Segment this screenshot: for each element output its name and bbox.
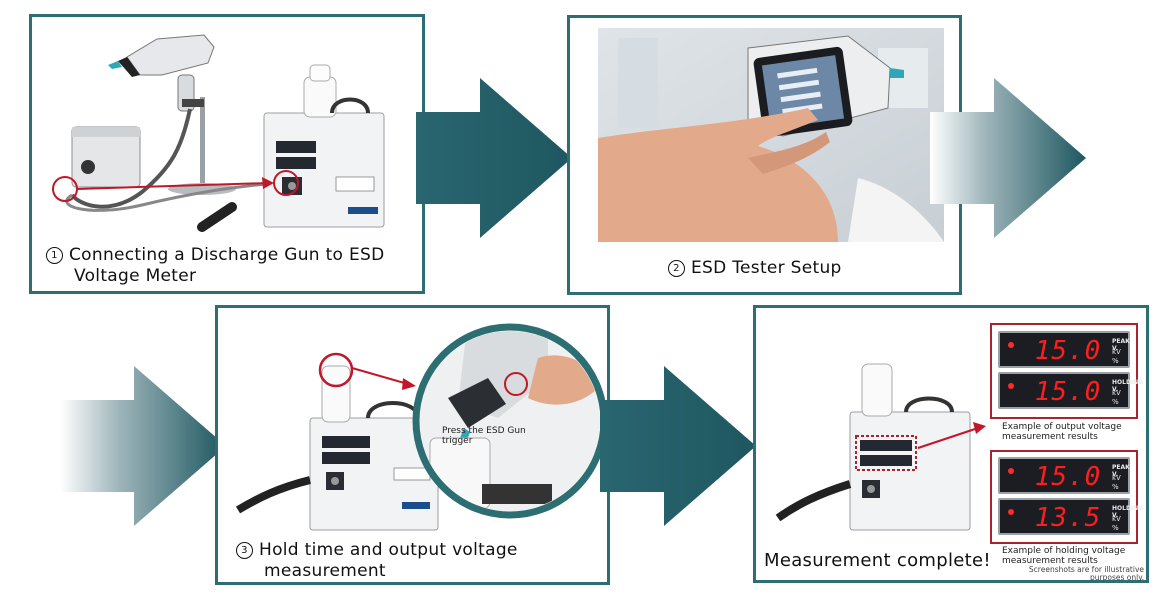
holding-peak-display: 15.0 PEAK V. kV %	[998, 457, 1130, 494]
step3-panel: Press the ESD Gun trigger 3 Hold time and…	[215, 305, 610, 585]
holding-holding-label: HOLDING V.	[1112, 505, 1144, 519]
step3-illustration	[235, 323, 607, 531]
step1-caption: 1 Connecting a Discharge Gun to ESD Volta…	[46, 245, 416, 287]
measurement-complete-text: Measurement complete!	[764, 550, 991, 571]
output-holding-unit-percent: %	[1112, 398, 1119, 406]
step1-caption-line2: Voltage Meter	[74, 266, 197, 286]
holding-results-caption: Example of holding voltage measurement r…	[1002, 546, 1126, 566]
holding-peak-unit-percent: %	[1112, 483, 1119, 491]
flow-arrow-4	[600, 366, 756, 526]
output-peak-value: 15.0	[1034, 336, 1102, 366]
step2-caption-line1: ESD Tester Setup	[691, 258, 842, 278]
holding-holding-value: 13.5	[1034, 503, 1102, 533]
holding-results-box	[990, 450, 1138, 544]
step4-panel: 15.0 PEAK V. kV % 15.0 HOLDING V. kV % E…	[753, 305, 1149, 583]
holding-peak-label: PEAK V.	[1112, 464, 1130, 478]
holding-holding-unit-kv: kV	[1112, 515, 1121, 523]
step3-number: 3	[236, 542, 253, 559]
step1-panel: 1 Connecting a Discharge Gun to ESD Volta…	[29, 14, 425, 294]
holding-peak-value: 15.0	[1034, 462, 1102, 492]
led-indicator	[1008, 342, 1014, 348]
output-peak-display: 15.0 PEAK V. kV %	[998, 331, 1130, 368]
output-holding-display: 15.0 HOLDING V. kV %	[998, 372, 1143, 409]
step3-caption: 3 Hold time and output voltage measuremen…	[236, 540, 606, 582]
step2-panel: 2 ESD Tester Setup	[567, 15, 962, 295]
output-peak-label: PEAK V.	[1112, 338, 1130, 352]
led-indicator	[1008, 468, 1014, 474]
led-indicator	[1008, 509, 1014, 515]
step2-number: 2	[668, 260, 685, 277]
holding-holding-unit-percent: %	[1112, 524, 1119, 532]
flow-arrow-1	[416, 78, 572, 238]
step1-caption-line1: Connecting a Discharge Gun to ESD	[69, 245, 385, 265]
flow-arrow-2	[930, 78, 1086, 238]
output-results-box	[990, 323, 1138, 419]
flow-arrow-3	[60, 366, 226, 526]
holding-peak-unit-kv: kV	[1112, 474, 1121, 482]
output-peak-unit-percent: %	[1112, 357, 1119, 365]
step1-illustration	[52, 34, 385, 232]
step3-caption-line2: measurement	[264, 561, 386, 581]
step3-caption-line1: Hold time and output voltage	[259, 540, 518, 560]
step4-illustration	[775, 363, 986, 531]
step2-caption: 2 ESD Tester Setup	[668, 258, 948, 279]
holding-holding-display: 13.5 HOLDING V. kV %	[998, 498, 1143, 535]
output-holding-label: HOLDING V.	[1112, 379, 1144, 393]
output-holding-unit-kv: kV	[1112, 389, 1121, 397]
led-indicator	[1008, 383, 1014, 389]
output-results-caption: Example of output voltage measurement re…	[1002, 422, 1122, 442]
step2-photo	[598, 28, 944, 242]
disclaimer-text: Screenshots are for illustrative purpose…	[1028, 565, 1144, 582]
step1-number: 1	[46, 247, 63, 264]
output-peak-unit-kv: kV	[1112, 348, 1121, 356]
output-holding-value: 15.0	[1034, 377, 1102, 407]
gun-trigger-callout: Press the ESD Gun trigger	[442, 426, 526, 446]
